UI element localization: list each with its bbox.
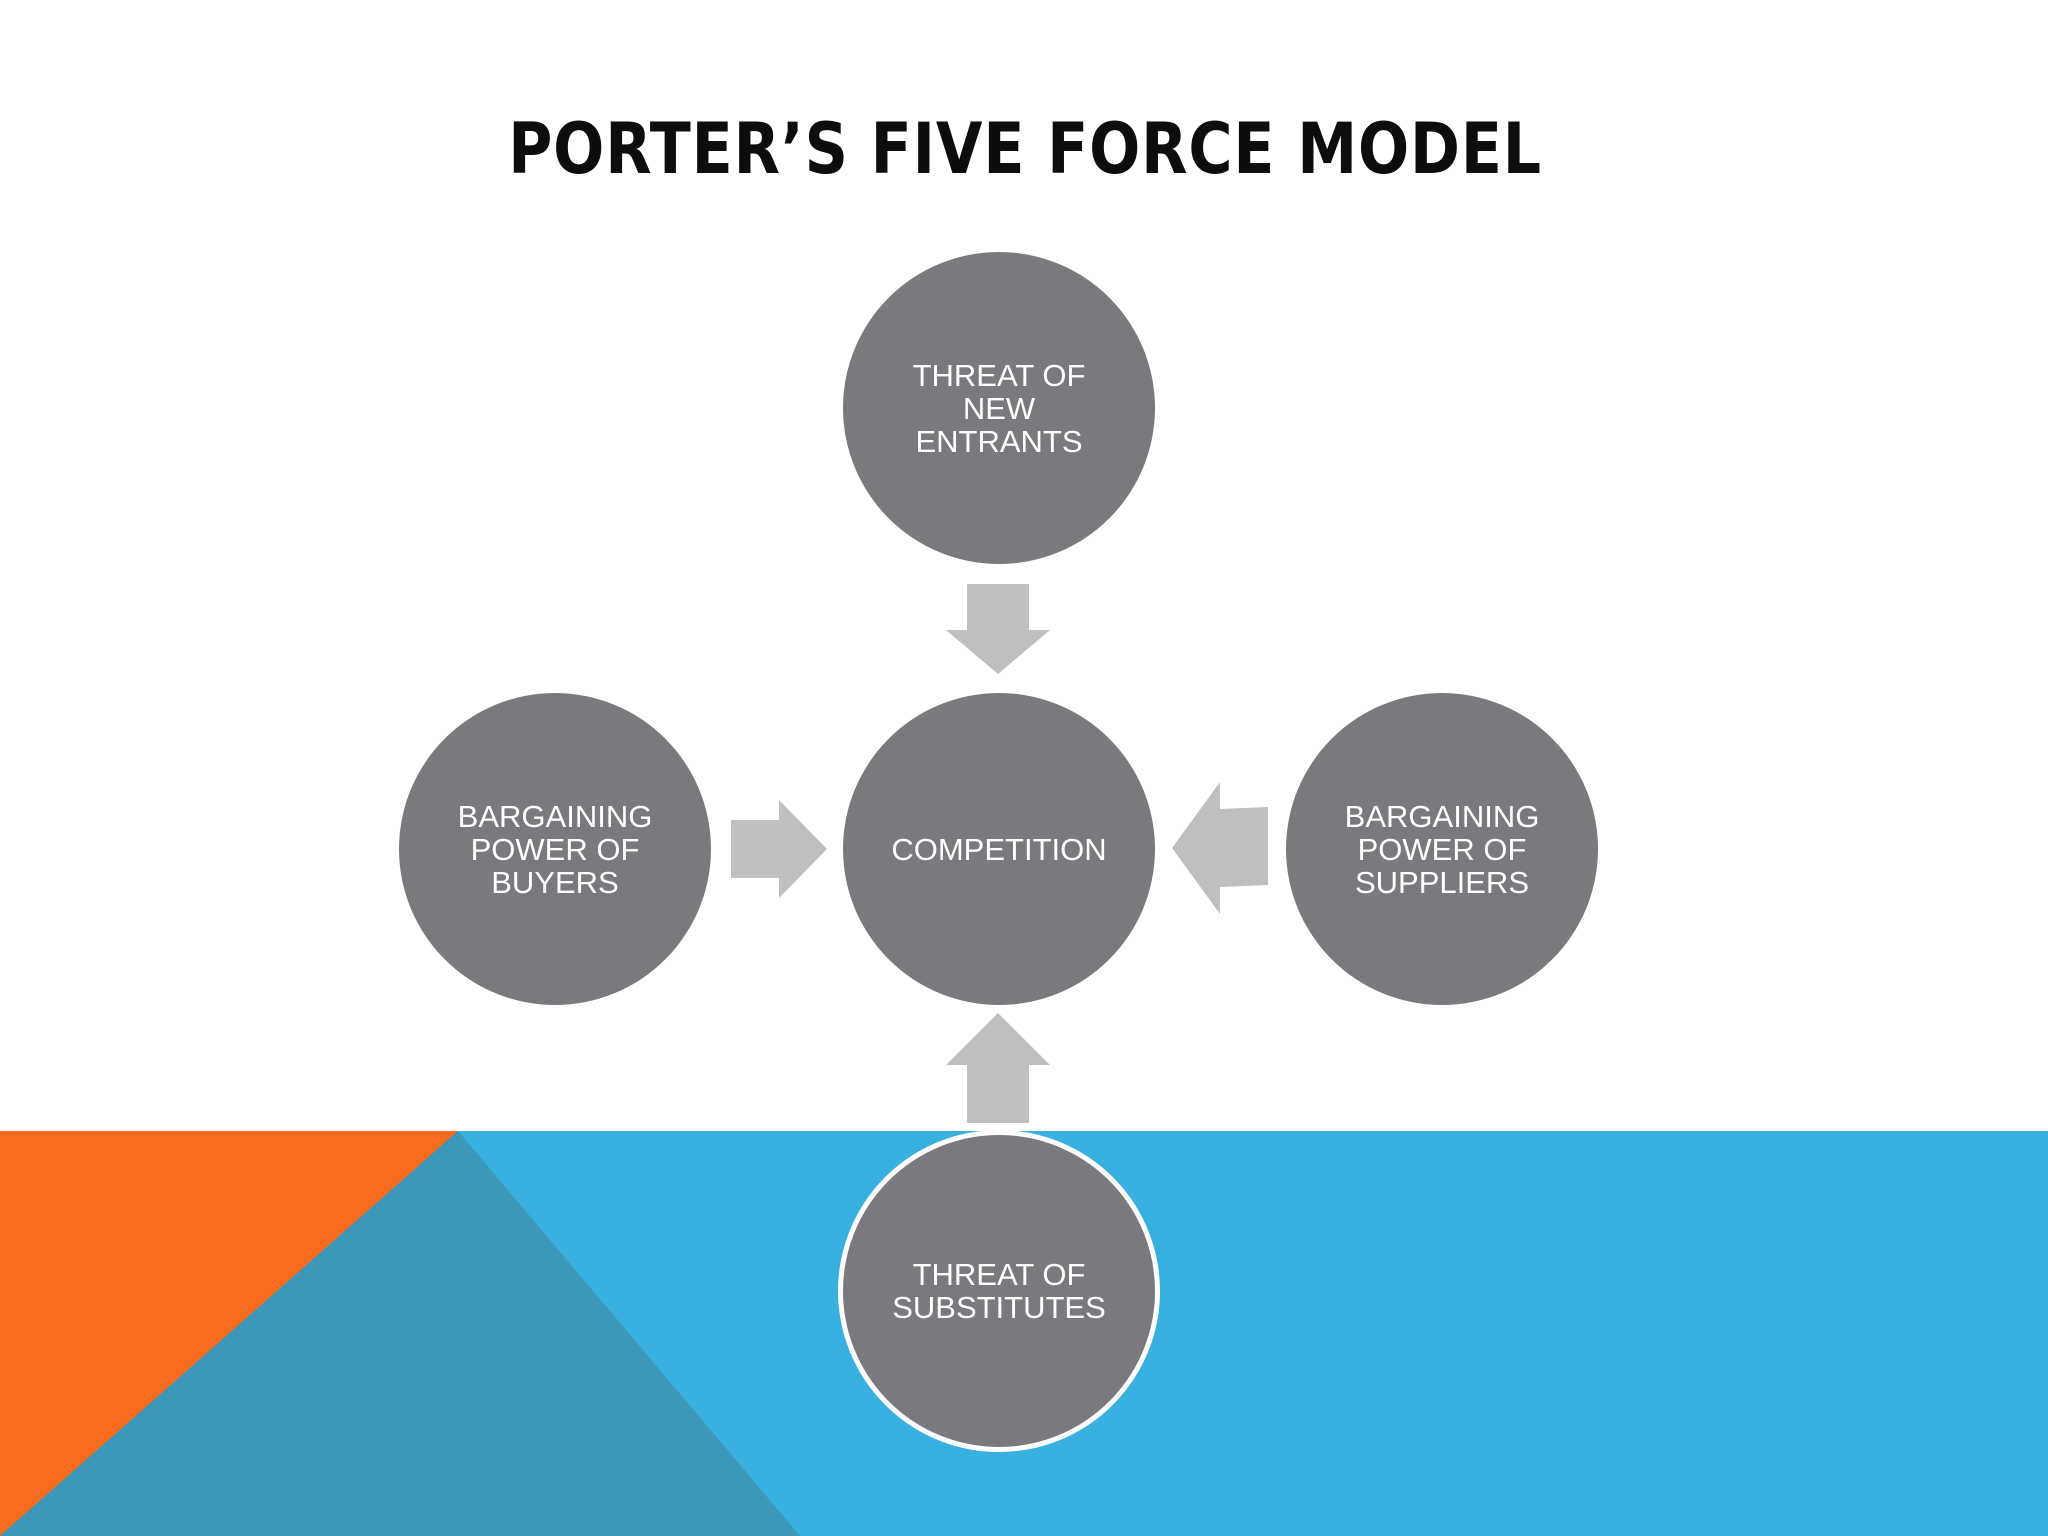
node-label: BARGAINING POWER OF SUPPLIERS — [1344, 798, 1540, 900]
node-label: THREAT OF SUBSTITUTES — [892, 1257, 1106, 1325]
node-label: COMPETITION — [891, 831, 1107, 867]
arrow-right-from-left — [731, 800, 827, 898]
node-competition: COMPETITION — [843, 693, 1155, 1005]
arrow-up-from-bottom — [946, 1013, 1050, 1123]
node-label: BARGAINING POWER OF BUYERS — [457, 798, 653, 900]
arrow-down-from-top — [946, 584, 1050, 674]
node-label: THREAT OF NEW ENTRANTS — [912, 357, 1086, 459]
arrow-left-from-right — [1172, 782, 1268, 914]
node-bargaining-power-of-buyers: BARGAINING POWER OF BUYERS — [399, 693, 711, 1005]
node-threat-of-new-entrants: THREAT OF NEW ENTRANTS — [843, 252, 1155, 564]
slide-title: PORTER’S FIVE FORCE MODEL — [508, 108, 1543, 190]
node-bargaining-power-of-suppliers: BARGAINING POWER OF SUPPLIERS — [1286, 693, 1598, 1005]
teal-triangle — [0, 1131, 800, 1536]
node-threat-of-substitutes: THREAT OF SUBSTITUTES — [838, 1130, 1160, 1452]
